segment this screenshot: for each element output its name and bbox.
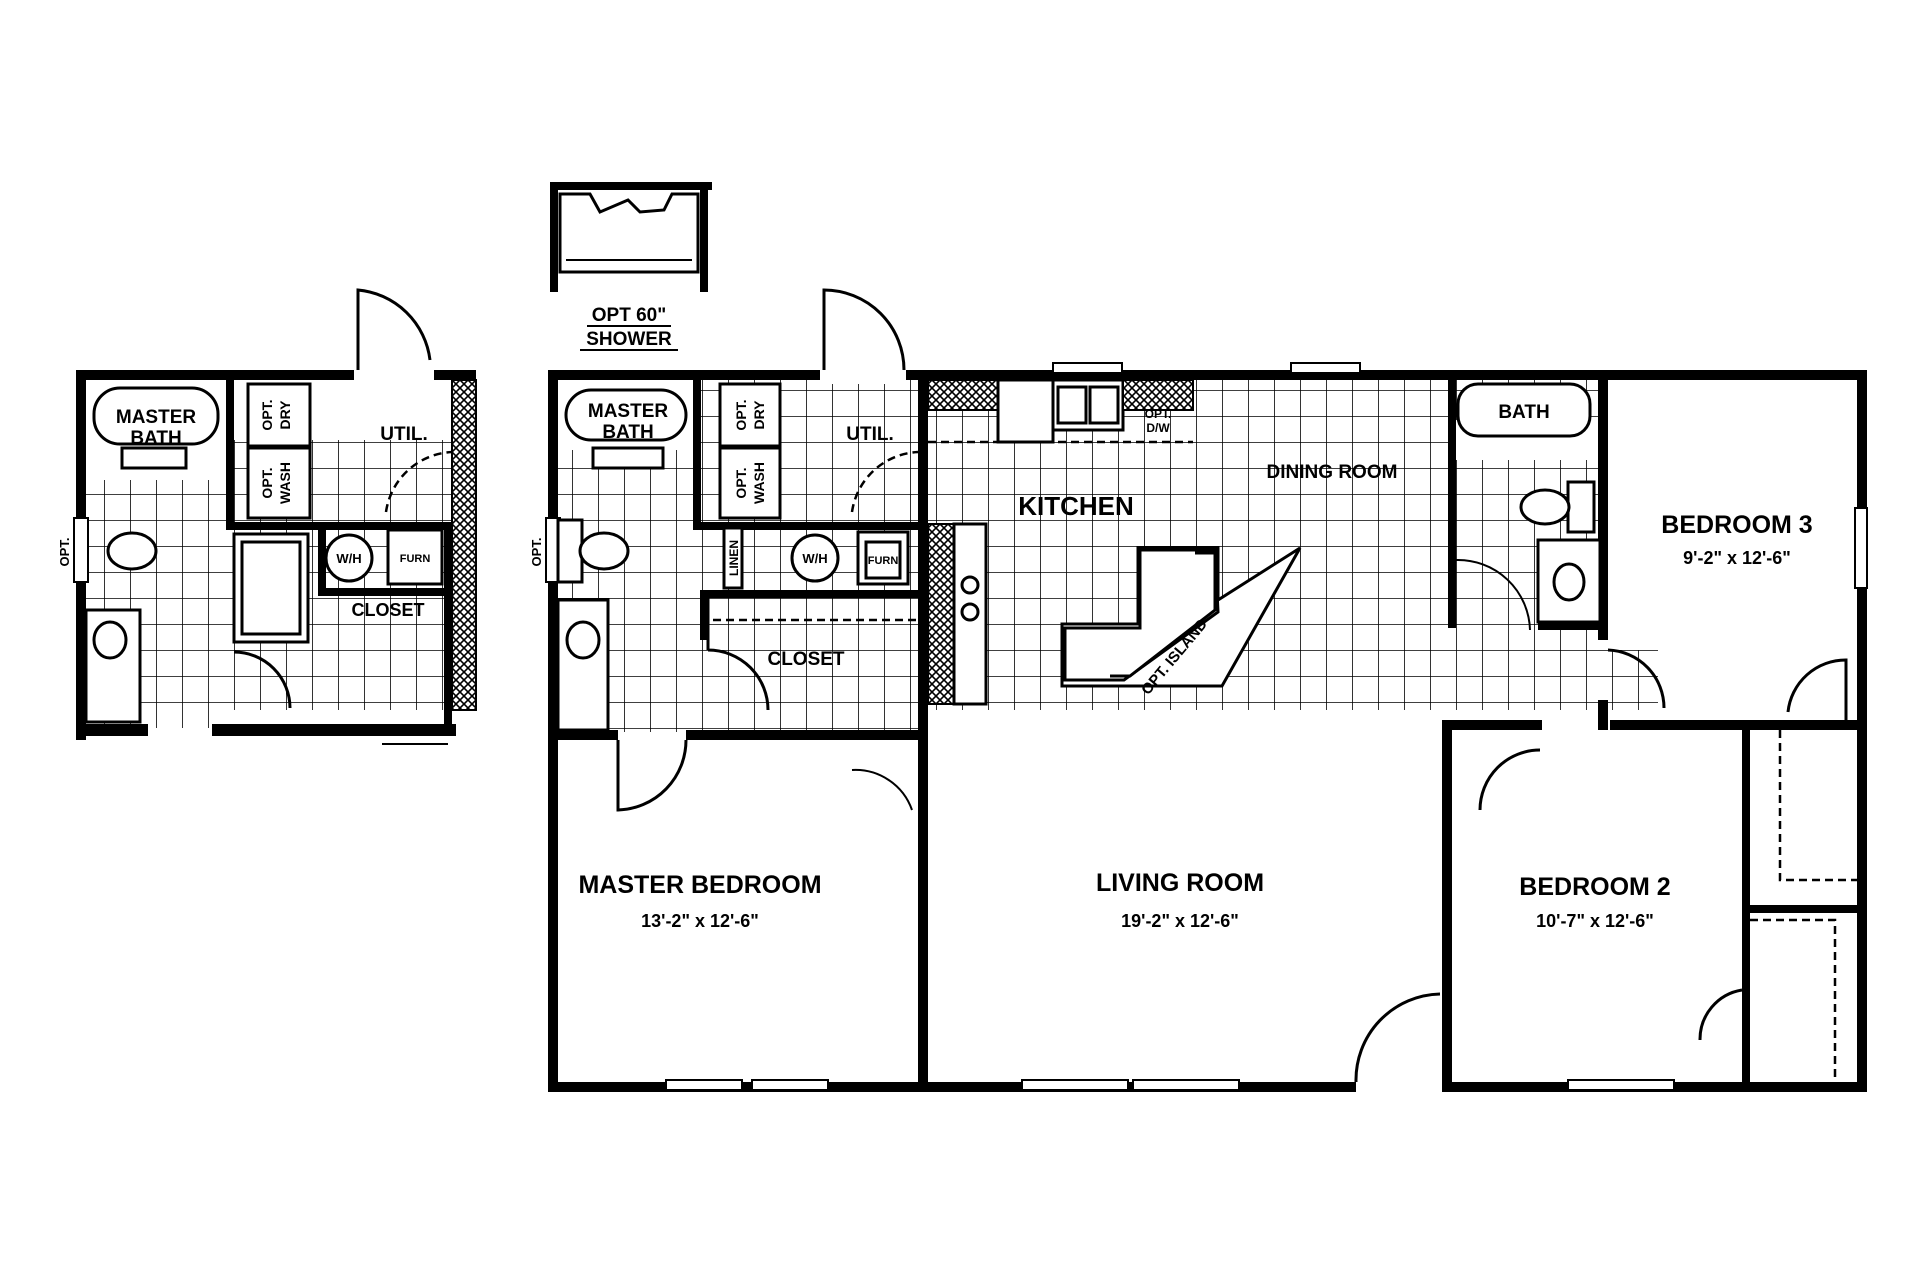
bath-fixtures xyxy=(1456,382,1602,624)
alt-master-bath-label-line2: BATH xyxy=(130,428,181,449)
alt-furnace-label: FURN xyxy=(400,553,431,565)
master-bedroom-label: MASTER BEDROOM xyxy=(578,871,821,899)
bedroom-3-size: 9'-2" x 12'-6" xyxy=(1683,548,1791,568)
opt-dry-label-line2: DRY xyxy=(751,400,767,430)
opt-dw-label-line2: D/W xyxy=(1146,421,1170,435)
option-callout: OPT 60" SHOWER xyxy=(580,305,678,351)
furnace-label: FURN xyxy=(868,555,899,567)
alt-opt-wash-label-line1: OPT. xyxy=(259,467,275,498)
bedroom-3-label: BEDROOM 3 xyxy=(1661,511,1812,539)
master-bath-label-line2: BATH xyxy=(602,422,653,443)
master-bath-label-line1: MASTER xyxy=(588,401,669,422)
interior-walls xyxy=(548,380,1857,1092)
living-room-size: 19'-2" x 12'-6" xyxy=(1121,911,1239,931)
windows xyxy=(545,362,1868,1091)
master-bath-fixtures xyxy=(556,380,693,732)
optional-shower-inset xyxy=(550,182,712,292)
util-label: UTIL. xyxy=(846,424,894,445)
alt-util-label: UTIL. xyxy=(380,424,428,445)
opt-shower-underline-1 xyxy=(587,325,671,327)
alt-master-bath-label-line1: MASTER xyxy=(116,407,197,428)
opt-dry-label-line1: OPT. xyxy=(733,399,749,430)
closet-label: CLOSET xyxy=(767,649,844,670)
alt-closet-label: CLOSET xyxy=(351,600,424,620)
living-room-label: LIVING ROOM xyxy=(1096,869,1264,897)
alt-opt-wash-label-line2: WASH xyxy=(277,462,293,504)
dining-room-label: DINING ROOM xyxy=(1267,462,1398,483)
kitchen-label: KITCHEN xyxy=(1018,491,1134,521)
alt-opt-dry-label-line1: OPT. xyxy=(259,399,275,430)
linen-label: LINEN xyxy=(727,540,741,576)
bath-label: BATH xyxy=(1498,402,1549,423)
opt-wash-label-line2: WASH xyxy=(751,462,767,504)
optional-island xyxy=(1060,546,1302,688)
opt-shower-underline-2 xyxy=(580,349,678,351)
opt-wash-label-line1: OPT. xyxy=(733,467,749,498)
alt-opt-dry-label-line2: DRY xyxy=(277,400,293,430)
utility-fixtures xyxy=(718,382,910,590)
opt-shower-label-line2: SHOWER xyxy=(586,329,672,350)
bedroom-2-size: 10'-7" x 12'-6" xyxy=(1536,911,1654,931)
master-bedroom-size: 13'-2" x 12'-6" xyxy=(641,911,759,931)
opt-shower-label-line1: OPT 60" xyxy=(592,305,666,326)
alt-water-heater-label: W/H xyxy=(336,551,361,566)
room-labels: MASTER BEDROOM 13'-2" x 12'-6" LIVING RO… xyxy=(116,401,1813,931)
water-heater-label: W/H xyxy=(802,551,827,566)
door-swings xyxy=(616,288,1848,1083)
opt-window-label: OPT. xyxy=(529,538,544,567)
kitchen-counters xyxy=(700,378,1194,706)
alternate-master-bath-plan xyxy=(73,288,477,745)
bedroom-2-label: BEDROOM 2 xyxy=(1519,873,1670,901)
bedroom-2-closets xyxy=(1742,730,1857,1082)
opt-dw-label-line1: OPT. xyxy=(1145,407,1172,421)
alt-opt-window-label: OPT. xyxy=(57,538,72,567)
